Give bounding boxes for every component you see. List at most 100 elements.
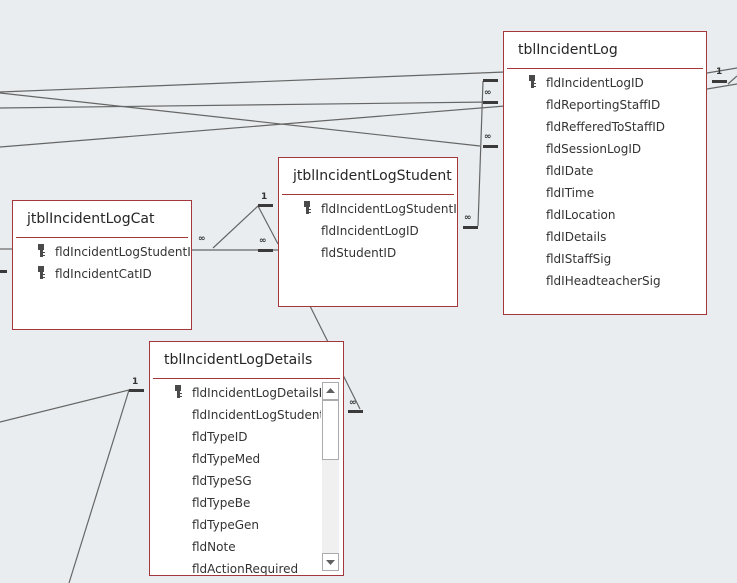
cardinality-one: 1 — [261, 192, 268, 202]
field-name: fldIncidentLogID — [546, 76, 644, 90]
field-row[interactable]: fldIDetails — [504, 226, 706, 248]
title-separator — [507, 68, 703, 69]
field-row[interactable]: fldIncidentLogID — [279, 220, 457, 242]
field-row[interactable]: fldIStaffSig — [504, 248, 706, 270]
scroll-down-button[interactable] — [322, 553, 339, 571]
field-name: fldIHeadteacherSig — [546, 274, 661, 288]
cardinality-bar — [712, 80, 727, 83]
cardinality-bar — [463, 226, 478, 229]
title-separator — [282, 194, 454, 195]
field-row[interactable]: fldTypeGen — [150, 514, 321, 536]
field-row[interactable]: fldIncidentLogDetailsID — [150, 382, 321, 404]
relationship-line[interactable] — [0, 92, 481, 147]
field-name: fldNote — [192, 540, 236, 554]
field-name: fldTypeMed — [192, 452, 261, 466]
cardinality-one: 1 — [716, 67, 723, 77]
field-name: fldITime — [546, 186, 595, 200]
relationship-line[interactable] — [706, 83, 737, 90]
primary-key-icon — [529, 75, 536, 88]
arrow-up-icon — [326, 388, 335, 393]
relationship-line[interactable] — [0, 101, 491, 109]
cardinality-bar — [483, 101, 498, 104]
arrow-down-icon — [326, 560, 335, 565]
relationship-line[interactable] — [727, 75, 737, 85]
field-name: fldIncidentLogStudentID — [55, 245, 191, 259]
relationship-line[interactable] — [477, 80, 484, 227]
field-name: fldStudentID — [321, 246, 397, 260]
field-row[interactable]: fldStudentID — [279, 242, 457, 264]
field-row[interactable]: fldIncidentCatID — [13, 263, 191, 285]
relationship-line[interactable] — [257, 205, 279, 245]
cardinality-many: ∞ — [484, 88, 492, 98]
cardinality-bar — [258, 204, 273, 207]
cardinality-bar — [483, 145, 498, 148]
relationship-line[interactable] — [212, 205, 259, 249]
cardinality-bar — [129, 389, 144, 392]
cardinality-bar — [483, 79, 498, 82]
title-separator — [153, 378, 340, 379]
primary-key-icon — [38, 244, 45, 257]
cardinality-many: ∞ — [484, 132, 492, 142]
field-name: fldIncidentLogStudentID — [321, 202, 457, 216]
field-row[interactable]: fldITime — [504, 182, 706, 204]
field-row[interactable]: fldRefferedToStaffID — [504, 116, 706, 138]
table-title[interactable]: jtblIncidentLogStudent — [293, 168, 452, 184]
title-separator — [16, 237, 188, 238]
cardinality-many: ∞ — [259, 236, 267, 246]
field-row[interactable]: fldActionRequired — [150, 558, 321, 575]
vertical-scrollbar[interactable] — [322, 382, 339, 571]
relationship-line[interactable] — [0, 389, 130, 423]
field-row[interactable]: fldTypeBe — [150, 492, 321, 514]
relationship-line[interactable] — [342, 374, 361, 410]
field-name: fldRefferedToStaffID — [546, 120, 666, 134]
cardinality-many: ∞ — [464, 213, 472, 223]
field-row[interactable]: fldReportingStaffID — [504, 94, 706, 116]
table-title[interactable]: jtblIncidentLogCat — [27, 211, 155, 227]
field-name: fldTypeID — [192, 430, 248, 444]
field-name: fldIncidentLogStudentID — [192, 408, 321, 422]
relationship-line[interactable] — [0, 105, 506, 148]
table-title[interactable]: tblIncidentLog — [518, 42, 618, 58]
field-row[interactable]: fldNote — [150, 536, 321, 558]
table-title[interactable]: tblIncidentLogDetails — [164, 352, 313, 368]
cardinality-bar — [0, 270, 7, 273]
table-tblIncidentLogDetails[interactable]: tblIncidentLogDetails fldIncidentLogDeta… — [149, 341, 344, 576]
scroll-thumb[interactable] — [322, 400, 339, 460]
field-name: fldIncidentLogDetailsID — [192, 386, 321, 400]
field-name: fldSessionLogID — [546, 142, 642, 156]
field-row[interactable]: fldIncidentLogStudentID — [150, 404, 321, 426]
cardinality-bar — [348, 410, 363, 413]
field-row[interactable]: fldILocation — [504, 204, 706, 226]
scroll-up-button[interactable] — [322, 382, 339, 400]
field-name: fldIDetails — [546, 230, 607, 244]
field-list: fldIncidentLogStudentID fldIncidentLogID… — [279, 198, 457, 264]
relationship-line[interactable] — [68, 389, 130, 583]
relationship-line[interactable] — [0, 71, 506, 93]
field-row[interactable]: fldIncidentLogID — [504, 72, 706, 94]
table-jtblIncidentLogStudent[interactable]: jtblIncidentLogStudent fldIncidentLogStu… — [278, 157, 458, 307]
field-name: fldIStaffSig — [546, 252, 612, 266]
field-row[interactable]: fldTypeMed — [150, 448, 321, 470]
relationship-line[interactable] — [706, 67, 737, 74]
cardinality-one: 1 — [132, 377, 139, 387]
field-list: fldIncidentLogDetailsID fldIncidentLogSt… — [150, 382, 321, 575]
cardinality-many: ∞ — [198, 234, 206, 244]
field-row[interactable]: fldTypeSG — [150, 470, 321, 492]
field-row[interactable]: fldIHeadteacherSig — [504, 270, 706, 292]
field-name: fldTypeSG — [192, 474, 252, 488]
field-list: fldIncidentLogStudentID fldIncidentCatID — [13, 241, 191, 285]
primary-key-icon — [175, 385, 182, 398]
table-jtblIncidentLogCat[interactable]: jtblIncidentLogCat fldIncidentLogStudent… — [12, 200, 192, 330]
field-name: fldTypeBe — [192, 496, 251, 510]
table-tblIncidentLog[interactable]: tblIncidentLog fldIncidentLogID fldRepor… — [503, 31, 707, 315]
field-row[interactable]: fldSessionLogID — [504, 138, 706, 160]
relationship-line[interactable] — [309, 305, 329, 343]
field-name: fldIncidentCatID — [55, 267, 152, 281]
field-row[interactable]: fldTypeID — [150, 426, 321, 448]
field-row[interactable]: fldIncidentLogStudentID — [13, 241, 191, 263]
field-name: fldIncidentLogID — [321, 224, 419, 238]
field-row[interactable]: fldIncidentLogStudentID — [279, 198, 457, 220]
field-row[interactable]: fldIDate — [504, 160, 706, 182]
field-list: fldIncidentLogID fldReportingStaffID fld… — [504, 72, 706, 292]
